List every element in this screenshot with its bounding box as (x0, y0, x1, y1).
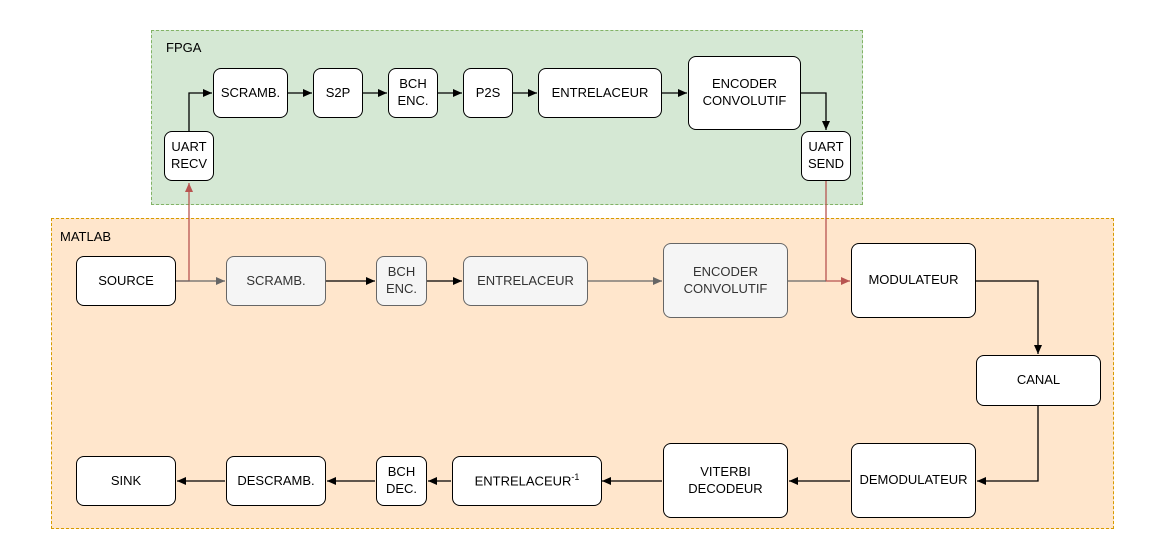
matlab-modulateur-node: MODULATEUR (851, 243, 976, 318)
matlab-viterbi-line1: VITERBI (700, 463, 751, 479)
matlab-bch-dec-line2: DEC. (385, 481, 418, 496)
fpga-s2p-node: S2P (313, 68, 363, 118)
matlab-descramb-node: DESCRAMB. (226, 456, 326, 506)
matlab-deinterleaver-exponent: -1 (571, 471, 580, 482)
fpga-entrelaceur-node: ENTRELACEUR (538, 68, 662, 118)
fpga-scramb-node: SCRAMB. (213, 68, 288, 118)
matlab-entrelaceur-node: ENTRELACEUR (463, 256, 588, 306)
matlab-deinterleaver-node: ENTRELACEUR-1 (452, 456, 602, 506)
matlab-encoder-line1: ENCODER (692, 263, 758, 279)
fpga-label: FPGA (166, 40, 202, 55)
fpga-bch-enc-line2: ENC. (397, 93, 429, 108)
edge-canal-demodulateur (977, 406, 1039, 485)
matlab-bch-dec-line1: BCH (387, 464, 416, 480)
matlab-canal-node: CANAL (976, 355, 1101, 406)
matlab-demodulateur-node: DEMODULATEUR (851, 443, 976, 518)
fpga-uart-recv-line1: UART (171, 139, 207, 155)
fpga-bch-enc-line1: BCH (399, 76, 427, 92)
edge-modulateur-canal (975, 280, 1042, 354)
fpga-encoder-line2: CONVOLUTIF (702, 93, 787, 108)
matlab-deinterleaver-label: ENTRELACEUR (474, 473, 572, 489)
edge-uart-send-modulateur (825, 181, 850, 285)
matlab-sink-node: SINK (76, 456, 176, 506)
matlab-label: MATLAB (60, 229, 112, 244)
matlab-scramb-node: SCRAMB. (226, 256, 326, 306)
edge-source-uart-recv (176, 183, 193, 282)
fpga-uart-send-line1: UART (808, 139, 844, 155)
fpga-p2s-node: P2S (463, 68, 513, 118)
edge-uart-recv-scramb (188, 89, 212, 131)
fpga-uart-recv-line2: RECV (170, 156, 208, 171)
matlab-viterbi-line2: DECODEUR (688, 480, 763, 496)
matlab-bch-enc-line2: ENC. (385, 281, 418, 296)
matlab-bch-enc-line1: BCH (387, 264, 416, 280)
fpga-encoder-line1: ENCODER (711, 76, 777, 92)
fpga-uart-send-line2: SEND (807, 156, 845, 171)
edge-encoder-uart-send (801, 92, 830, 130)
matlab-encoder-line2: CONVOLUTIF (683, 280, 768, 296)
matlab-source-node: SOURCE (76, 256, 176, 306)
